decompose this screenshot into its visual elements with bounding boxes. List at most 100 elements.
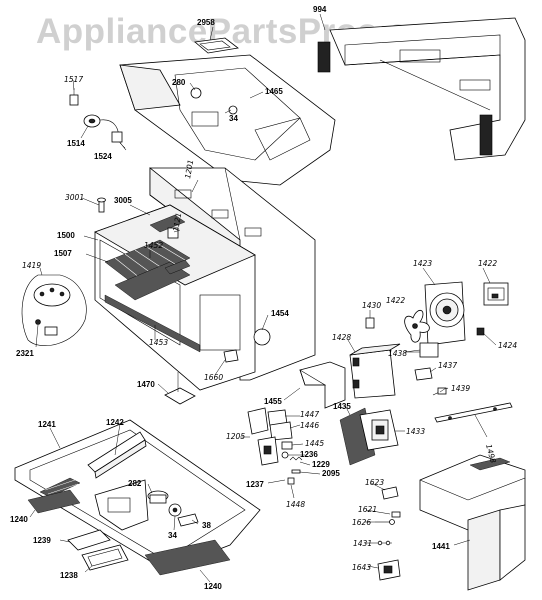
part-1660-clamp xyxy=(223,349,239,363)
part-282-motor xyxy=(147,490,169,504)
label-1242: 1242 xyxy=(106,418,124,427)
label-2958: 2958 xyxy=(197,18,215,27)
part-994-bracket xyxy=(317,17,526,161)
label-1439: 1439 xyxy=(451,384,470,393)
label-1239: 1239 xyxy=(33,536,51,545)
label-3005: 3005 xyxy=(114,196,132,205)
label-1430: 1430 xyxy=(362,301,381,310)
part-1623-fuse-holder xyxy=(381,486,399,500)
label-1424: 1424 xyxy=(498,341,517,350)
part-1236-lever xyxy=(281,451,289,459)
label-1470: 1470 xyxy=(137,380,155,389)
part-1240-grease-filter-right xyxy=(144,539,231,576)
label-1455: 1455 xyxy=(264,397,282,406)
label-1238: 1238 xyxy=(60,571,78,580)
label-1643: 1643 xyxy=(352,563,371,572)
label-1452: 1452 xyxy=(144,241,163,250)
part-1428-capacitor xyxy=(349,343,401,399)
label-1428: 1428 xyxy=(332,333,351,342)
label-1514: 1514 xyxy=(67,139,85,148)
part-1205-interlock xyxy=(247,407,279,466)
label-994: 994 xyxy=(313,5,327,14)
label-1454: 1454 xyxy=(271,309,289,318)
label-1419: 1419 xyxy=(22,261,41,270)
label-282: 282 xyxy=(128,479,142,488)
part-1446-switch xyxy=(269,421,293,441)
label-1507: 1507 xyxy=(54,249,72,258)
label-1623: 1623 xyxy=(365,478,384,487)
part-1423-fan-motor-bracket xyxy=(424,281,466,346)
part-1500-cavity xyxy=(94,204,271,391)
label-1465: 1465 xyxy=(265,87,283,96)
part-1239-lamp-cover xyxy=(67,529,111,551)
label-1237: 1237 xyxy=(246,480,264,489)
label-1431: 1431 xyxy=(353,539,372,548)
part-1441-control-box xyxy=(419,454,526,591)
part-1448-screw xyxy=(287,477,295,485)
part-1643-relay xyxy=(377,559,401,581)
label-1441: 1441 xyxy=(432,542,450,551)
label-34-bottom: 34 xyxy=(168,531,177,540)
label-1446: 1446 xyxy=(300,421,319,430)
part-1445-switch xyxy=(281,441,293,450)
part-1498-rail xyxy=(434,402,513,423)
part-1422-fan-blade xyxy=(404,309,430,343)
label-1524: 1524 xyxy=(94,152,112,161)
part-1626-connector xyxy=(375,519,395,525)
label-2095: 2095 xyxy=(322,469,340,478)
label-1422-motor: 1422 xyxy=(478,259,497,268)
part-1238-lens xyxy=(81,544,129,571)
label-1229: 1229 xyxy=(312,460,330,469)
label-1240-right: 1240 xyxy=(204,582,222,591)
label-2321: 2321 xyxy=(16,349,34,358)
part-1240-grease-filter-left xyxy=(27,489,81,514)
part-2958-plate xyxy=(194,37,239,54)
label-1201: 1201 xyxy=(183,159,195,179)
part-1517-screw xyxy=(69,88,79,106)
label-34-top: 34 xyxy=(229,114,238,123)
label-1447: 1447 xyxy=(300,410,319,419)
part-1621-terminal xyxy=(391,511,401,518)
label-280: 280 xyxy=(172,78,186,87)
part-34-stirrer xyxy=(168,503,182,517)
part-3001-screw xyxy=(97,197,106,213)
part-1242-crossbar xyxy=(87,431,147,479)
label-1205: 1205 xyxy=(226,432,245,441)
label-1435: 1435 xyxy=(333,402,351,411)
label-1121: 1121 xyxy=(171,212,183,232)
label-1240-left: 1240 xyxy=(10,515,28,524)
label-38: 38 xyxy=(202,521,211,530)
label-1621: 1621 xyxy=(358,505,377,514)
part-1422-motor xyxy=(483,282,509,306)
part-1431-fuse xyxy=(375,540,392,546)
label-1517: 1517 xyxy=(64,75,83,84)
label-1445: 1445 xyxy=(305,439,324,448)
label-1438: 1438 xyxy=(388,349,407,358)
part-1470-bracket xyxy=(164,372,196,405)
leader-lines xyxy=(29,13,497,583)
part-1433-transformer xyxy=(359,409,399,451)
label-1453: 1453 xyxy=(149,338,168,347)
part-lower-bracket xyxy=(94,479,149,531)
label-1241: 1241 xyxy=(38,420,56,429)
label-1500: 1500 xyxy=(57,231,75,240)
part-1419-panel xyxy=(21,274,87,347)
label-3001: 3001 xyxy=(65,193,84,202)
part-1229-spring xyxy=(289,456,303,461)
label-1437: 1437 xyxy=(438,361,457,370)
part-1424-clip xyxy=(476,327,485,336)
label-1423: 1423 xyxy=(413,259,432,268)
label-1660: 1660 xyxy=(204,373,223,382)
part-1437-bracket xyxy=(414,367,433,381)
part-1524-wire-harness xyxy=(99,119,127,151)
label-1236: 1236 xyxy=(300,450,318,459)
part-2095-screw xyxy=(291,469,301,474)
part-1455-air-guide xyxy=(299,361,346,409)
label-1626: 1626 xyxy=(352,518,371,527)
part-1514-lamp-socket xyxy=(83,114,101,128)
part-1465-duct xyxy=(119,54,336,186)
label-1433: 1433 xyxy=(406,427,425,436)
label-1422-blade: 1422 xyxy=(386,296,405,305)
